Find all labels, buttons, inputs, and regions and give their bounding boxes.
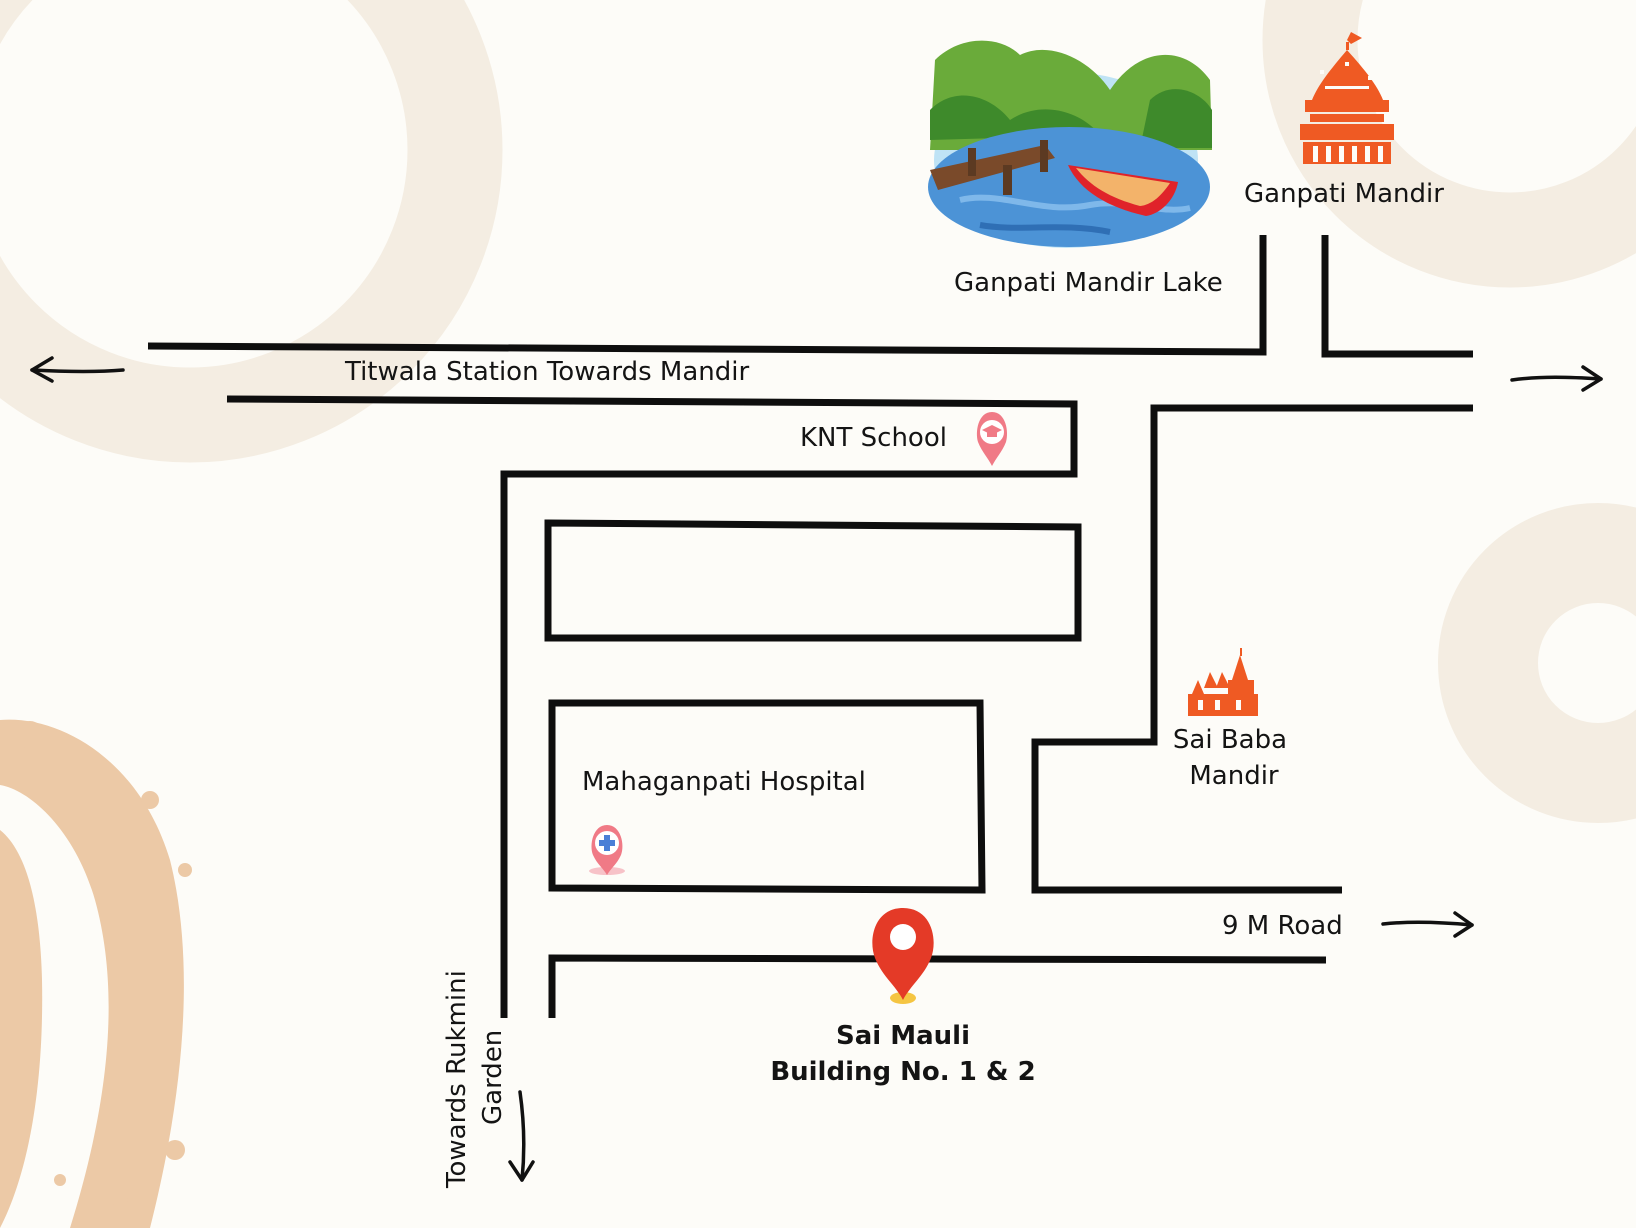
roads — [147, 235, 1473, 1018]
road-bottom — [548, 954, 1327, 1018]
deco-ring-top-left — [0, 0, 503, 463]
sai-baba-label-line2: Mandir — [1189, 761, 1279, 791]
road-right-loop — [1031, 404, 1473, 894]
location-pin-icon — [872, 908, 934, 1004]
lake-illustration — [928, 40, 1212, 248]
destination-label-line2: Building No. 1 & 2 — [770, 1057, 1035, 1087]
road-mandir-right — [1321, 235, 1473, 358]
titwala-road-label: Titwala Station Towards Mandir — [344, 357, 750, 387]
destination-label-line1: Sai Mauli — [836, 1021, 970, 1051]
ganpati-mandir-label: Ganpati Mandir — [1244, 179, 1444, 209]
rukmini-label-line2: Garden — [478, 1030, 508, 1125]
school-pin-icon — [976, 412, 1008, 466]
rukmini-label-line1: Towards Rukmini — [442, 970, 472, 1189]
hospital-pin-icon — [589, 825, 625, 875]
direction-arrows — [30, 356, 1603, 1182]
hospital-label: Mahaganpati Hospital — [582, 767, 866, 797]
road-9m-label: 9 M Road — [1222, 911, 1343, 941]
school-label: KNT School — [800, 423, 947, 453]
arrow-right-icon — [1510, 365, 1603, 392]
road-main-lower — [226, 395, 1078, 1018]
arrow-down-icon — [508, 1090, 535, 1182]
deco-splatter — [0, 719, 192, 1228]
block-hospital — [548, 699, 986, 894]
sai-baba-label-line1: Sai Baba — [1173, 725, 1287, 755]
deco-ring-right — [1438, 503, 1636, 823]
temple-icon — [1188, 648, 1258, 716]
temple-icon — [1300, 32, 1394, 164]
block-upper — [544, 519, 1082, 642]
lake-label: Ganpati Mandir Lake — [954, 268, 1223, 298]
arrow-left-icon — [30, 356, 125, 383]
deco-ring-top-right — [1262, 0, 1636, 288]
arrow-right-icon — [1381, 911, 1474, 938]
road-main-top — [147, 235, 1267, 356]
